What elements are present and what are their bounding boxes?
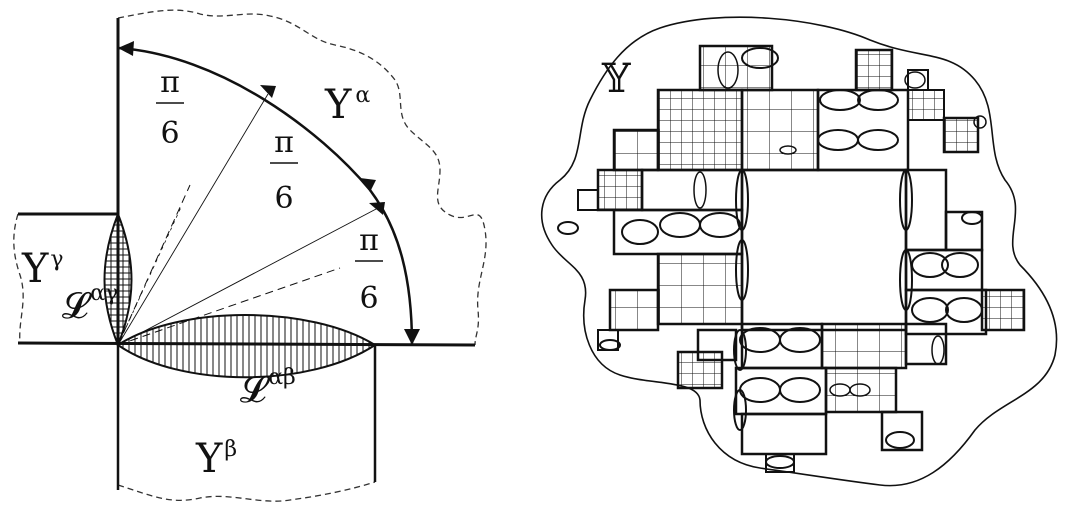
region-beta-dashed-boundary bbox=[117, 481, 376, 502]
angle-label-2-den: 6 bbox=[274, 181, 293, 216]
arc-arrowhead-1 bbox=[260, 85, 276, 98]
domain-boundary bbox=[540, 16, 1058, 487]
left-band bbox=[557, 128, 749, 351]
angle-label-2-num: π bbox=[274, 125, 294, 160]
lens-alpha-gamma-label: 𝓛αγ bbox=[62, 281, 118, 327]
ray-dash-3 bbox=[117, 267, 341, 346]
central-hole bbox=[740, 168, 908, 332]
angle-label-3-num: π bbox=[359, 223, 379, 258]
angle-arc bbox=[117, 46, 414, 346]
lens-alpha-gamma bbox=[103, 211, 133, 348]
right-band bbox=[899, 168, 1026, 336]
angle-label-1: π 6 bbox=[156, 65, 184, 151]
top-band bbox=[656, 44, 987, 172]
lens-alpha-beta-label: 𝓛αβ bbox=[240, 365, 296, 411]
angle-label-3: π 6 bbox=[355, 223, 383, 316]
angle-label-1-den: 6 bbox=[160, 116, 179, 151]
arc-arrowhead-start bbox=[118, 41, 134, 56]
arc-arrowhead-end bbox=[404, 329, 420, 345]
ray-2 bbox=[117, 207, 379, 346]
arc-arrowhead-3 bbox=[369, 202, 385, 215]
region-beta-label: Υβ bbox=[195, 436, 237, 482]
arc-arrowhead-2 bbox=[360, 178, 376, 192]
region-gamma-dashed-boundary bbox=[13, 213, 24, 344]
right-figure: 𝕐 bbox=[540, 16, 1058, 487]
region-alpha-dashed-boundary bbox=[117, 9, 487, 346]
bottom-band bbox=[676, 322, 948, 473]
region-gamma-label: Υγ bbox=[21, 246, 64, 292]
angle-label-3-den: 6 bbox=[359, 281, 378, 316]
angle-label-1-num: π bbox=[160, 65, 180, 100]
ray-dash-2 bbox=[117, 204, 183, 346]
domain-label: 𝕐 bbox=[601, 56, 631, 102]
ray-1 bbox=[117, 93, 269, 346]
angle-label-2: π 6 bbox=[270, 125, 298, 216]
